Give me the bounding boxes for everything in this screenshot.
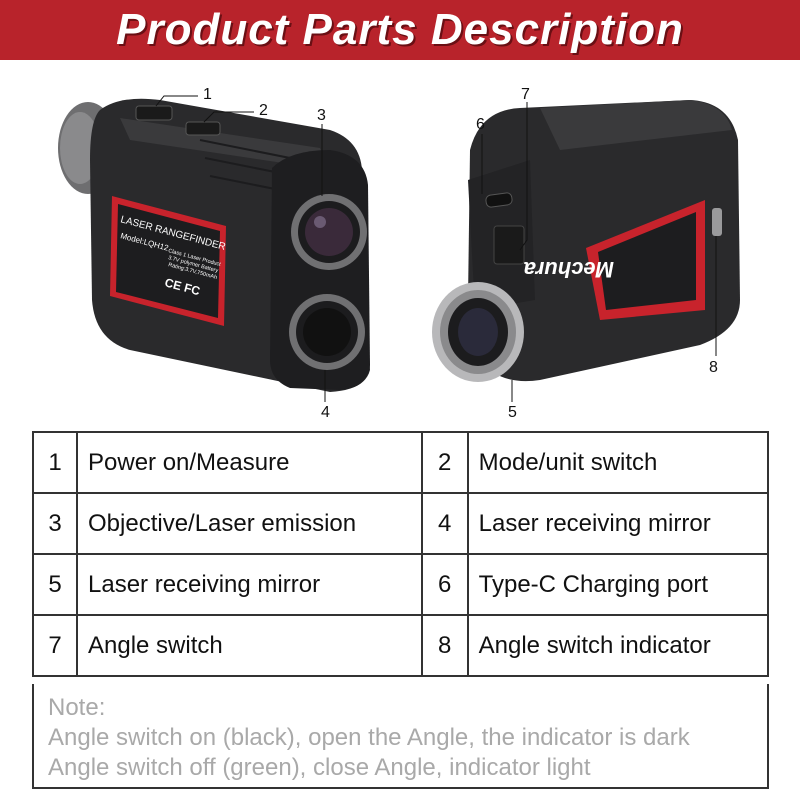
product-illustration: LASER RANGEFINDER Model:LQH12 Class 1 La…: [58, 95, 740, 402]
type-c-port: [485, 192, 513, 208]
part-number: 4: [420, 492, 469, 555]
callout-1: 1: [203, 86, 212, 103]
callout-7: 7: [521, 86, 530, 103]
part-label: Laser receiving mirror: [466, 492, 770, 555]
part-label: Angle switch: [76, 614, 423, 677]
svg-text:Mechura: Mechura: [524, 257, 614, 282]
rangefinder-back-view: Mechura: [432, 100, 740, 382]
note-box: Note: Angle switch on (black), open the …: [32, 684, 769, 789]
part-number: 6: [420, 553, 469, 616]
rangefinder-front-view: LASER RANGEFINDER Model:LQH12 Class 1 La…: [58, 98, 370, 392]
part-number: 1: [32, 431, 78, 494]
callout-6: 6: [476, 116, 485, 133]
callout-2: 2: [259, 102, 268, 119]
note-line-2: Angle switch off (green), close Angle, i…: [48, 754, 591, 781]
part-label: Type-C Charging port: [466, 553, 770, 616]
angle-switch: [493, 225, 525, 265]
page-title: Product Parts Description: [116, 5, 684, 54]
table-row: 5 Laser receiving mirror 6 Type-C Chargi…: [32, 553, 770, 616]
table-row: 7 Angle switch 8 Angle switch indicator: [32, 614, 770, 677]
title-banner: [0, 0, 800, 60]
callout-5: 5: [508, 404, 517, 421]
part-label: Laser receiving mirror: [76, 553, 423, 616]
callout-lines: [155, 95, 717, 402]
callout-8: 8: [709, 359, 718, 376]
table-row: 3 Objective/Laser emission 4 Laser recei…: [32, 492, 770, 555]
table-row: 1 Power on/Measure 2 Mode/unit switch: [32, 431, 770, 494]
note-heading: Note:: [48, 694, 106, 721]
part-label: Mode/unit switch: [466, 431, 770, 494]
part-label: Objective/Laser emission: [76, 492, 423, 555]
callout-4: 4: [321, 404, 330, 421]
part-label: Power on/Measure: [76, 431, 423, 494]
note-line-1: Angle switch on (black), open the Angle,…: [48, 724, 690, 751]
part-number: 7: [32, 614, 78, 677]
part-number: 8: [420, 614, 469, 677]
callout-3: 3: [317, 107, 326, 124]
part-label: Angle switch indicator: [466, 614, 770, 677]
mode-unit-button: [185, 121, 221, 136]
part-number: 5: [32, 553, 78, 616]
angle-indicator: [712, 208, 722, 236]
product-label: LASER RANGEFINDER Model:LQH12 Class 1 La…: [110, 196, 227, 326]
power-measure-button: [135, 105, 173, 121]
part-number: 3: [32, 492, 78, 555]
part-number: 2: [420, 431, 469, 494]
parts-table: 1 Power on/Measure 2 Mode/unit switch 3 …: [32, 431, 770, 677]
brand-plate: Mechura: [524, 200, 705, 320]
